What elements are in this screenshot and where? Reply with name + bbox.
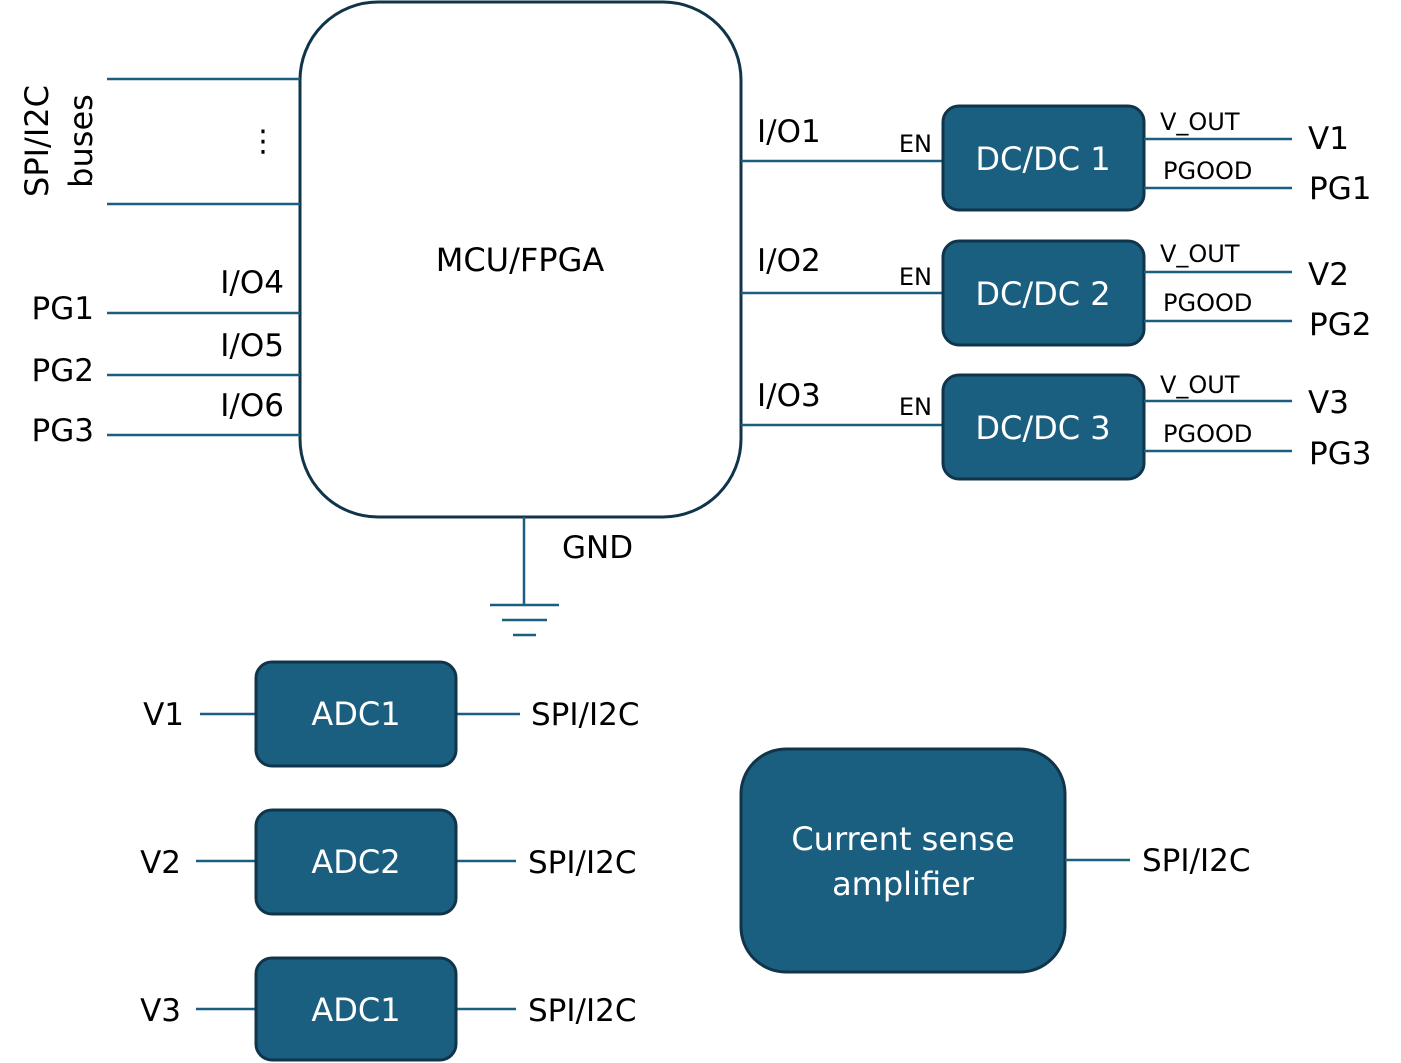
dcdc-1-pgood-label: PGOOD [1163,157,1252,185]
pg3-input-label: PG3 [32,413,94,449]
current-sense-output-label: SPI/I2C [1142,843,1250,879]
dcdc-1-vout-label: V_OUT [1160,108,1240,136]
adc-3-block [254,956,458,1062]
dcdc-3-pgood-label: PGOOD [1163,420,1252,448]
io3-label: I/O3 [757,378,821,414]
dcdc-3-vout-label: V_OUT [1160,371,1240,399]
dcdc-2-block [941,239,1146,347]
dcdc-1-en-label: EN [899,130,932,158]
dcdc-1-label: DC/DC 1 [975,140,1110,178]
io4-label: I/O4 [220,265,284,301]
current-sense-block [739,747,1067,974]
adc-2-label: ADC2 [311,843,400,881]
dcdc-2-pg-output: PG2 [1309,307,1371,343]
adc-3-label: ADC1 [311,991,400,1029]
adc-3: ADC1 V3 SPI/I2C [140,956,636,1062]
adc-3-input-label: V3 [140,993,181,1029]
adc-1-input-label: V1 [143,697,184,733]
dcdc-3-v-output: V3 [1308,385,1349,421]
adc-1: ADC1 V1 SPI/I2C [143,660,639,768]
current-sense-amplifier: Current sense amplifier SPI/I2C [739,747,1250,974]
dcdc-2-pgood-label: PGOOD [1163,289,1252,317]
dcdc-3-label: DC/DC 3 [975,409,1110,447]
adc-1-label: ADC1 [311,695,400,733]
mcu-fpga-label: MCU/FPGA [436,241,605,279]
dcdc-2-v-output: V2 [1308,257,1349,293]
io2-label: I/O2 [757,243,821,279]
dcdc-1-pg-output: PG1 [1309,171,1371,207]
dcdc-1-block [941,104,1146,212]
mcu-fpga-block [298,0,743,519]
current-sense-label-line1: Current sense [791,820,1014,858]
dcdc-2-vout-label: V_OUT [1160,240,1240,268]
adc-1-block [254,660,458,768]
bus-label-line1: SPI/I2C [18,85,56,197]
dcdc-1: DC/DC 1 EN V_OUT PGOOD V1 PG1 [899,104,1371,212]
pg1-input-label: PG1 [32,291,94,327]
bus-ellipsis: ⋮ [248,124,278,159]
dcdc-2-en-label: EN [899,263,932,291]
io5-label: I/O5 [220,328,284,364]
dcdc-3-block [941,373,1146,481]
io1-label: I/O1 [757,114,821,150]
dcdc-3: DC/DC 3 EN V_OUT PGOOD V3 PG3 [899,371,1371,481]
io6-label: I/O6 [220,388,284,424]
pg2-input-label: PG2 [32,353,94,389]
adc-1-output-label: SPI/I2C [531,697,639,733]
bus-label-line2: buses [62,94,100,188]
adc-2-block [254,808,458,916]
adc-2-output-label: SPI/I2C [528,845,636,881]
adc-3-output-label: SPI/I2C [528,993,636,1029]
adc-2: ADC2 V2 SPI/I2C [140,808,636,916]
dcdc-2: DC/DC 2 EN V_OUT PGOOD V2 PG2 [899,239,1371,347]
gnd-label: GND [562,530,633,566]
adc-2-input-label: V2 [140,845,181,881]
current-sense-label-line2: amplifier [832,865,975,903]
dcdc-2-label: DC/DC 2 [975,275,1110,313]
dcdc-1-v-output: V1 [1308,121,1349,157]
dcdc-3-en-label: EN [899,393,932,421]
dcdc-3-pg-output: PG3 [1309,436,1371,472]
